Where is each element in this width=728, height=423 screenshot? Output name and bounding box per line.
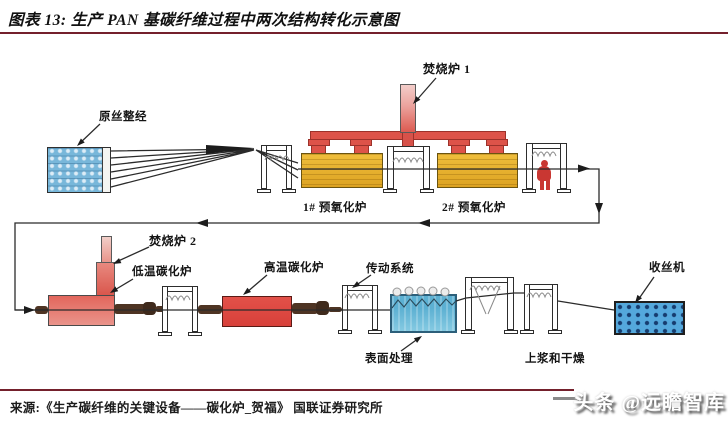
frame-part — [560, 143, 567, 189]
label-drive-system: 传动系统 — [366, 263, 414, 275]
label-low-temp-furnace: 低温碳化炉 — [132, 266, 192, 278]
incinerator-1-stack — [400, 84, 416, 133]
incinerator-2-stack-top — [101, 236, 112, 264]
frame-part — [520, 329, 534, 334]
frame-part — [158, 331, 172, 336]
frame-part — [548, 329, 562, 334]
label-high-temp-furnace: 高温碳化炉 — [264, 262, 324, 274]
winder-box — [614, 301, 685, 335]
frame-part — [368, 329, 382, 334]
worker-figure-head — [541, 160, 548, 167]
watermark-text: 头条 @远瞻智库 — [573, 392, 725, 414]
label-preoxidation-furnace-1: 1# 预氧化炉 — [303, 202, 367, 214]
low-temp-carbonization-furnace — [48, 295, 115, 326]
footer-rule — [0, 389, 574, 391]
frame-part — [420, 188, 434, 193]
worker-figure-leg — [546, 180, 550, 190]
frame-part — [338, 329, 352, 334]
label-creel: 原丝整经 — [99, 111, 147, 123]
operator-stand — [522, 143, 571, 193]
label-winder: 收丝机 — [649, 262, 685, 274]
preoxidation-furnace-1 — [301, 153, 383, 188]
guide-stand — [158, 286, 202, 336]
drying-stand — [520, 284, 562, 334]
frame-part — [257, 188, 271, 193]
incinerator-2-stack-base — [96, 262, 115, 297]
frame-part — [557, 188, 571, 193]
muffle-rod — [328, 307, 342, 312]
frame-part — [465, 277, 472, 330]
frame-part — [342, 285, 348, 330]
label-preoxidation-furnace-2: 2# 预氧化炉 — [442, 202, 506, 214]
high-temp-carbonization-furnace — [222, 296, 292, 327]
creel-exit-strip — [102, 148, 110, 192]
frame-part — [423, 146, 430, 189]
guide-stand — [257, 145, 296, 193]
frame-part — [524, 284, 530, 330]
watermark-dash — [553, 397, 577, 400]
label-incinerator-1: 焚烧炉 1 — [423, 62, 471, 76]
rod-coupling — [316, 301, 329, 315]
frame-part — [507, 277, 514, 330]
drive-system-stand — [338, 285, 382, 334]
muffle-rod — [35, 306, 48, 314]
worker-figure — [537, 166, 551, 181]
figure-title: 图表 13: 生产 PAN 基碳纤维过程中两次结构转化示意图 — [8, 12, 400, 29]
frame-part — [261, 145, 267, 189]
frame-part — [383, 188, 397, 193]
guide-stand — [383, 146, 434, 193]
label-incinerator-2: 焚烧炉 2 — [149, 234, 197, 248]
frame-part — [286, 145, 292, 189]
frame-part — [192, 286, 198, 332]
frame-part — [504, 329, 518, 334]
label-sizing-drying: 上浆和干燥 — [525, 353, 585, 365]
frame-part — [552, 284, 558, 330]
surface-treatment-tank — [390, 294, 457, 333]
frame-part — [188, 331, 202, 336]
worker-figure-leg — [540, 180, 544, 190]
source-note: 来源:《生产碳纤维的关键设备——碳化炉_贺福》 国联证券研究所 — [10, 401, 383, 415]
frame-part — [387, 146, 394, 189]
frame-part — [461, 329, 475, 334]
frame-part — [522, 188, 536, 193]
frame-part — [372, 285, 378, 330]
frame-part — [162, 286, 168, 332]
frame-part — [526, 143, 533, 189]
frame-part — [282, 188, 296, 193]
label-surface-treatment: 表面处理 — [365, 353, 413, 365]
muffle-rod — [114, 304, 146, 314]
muffle-rod — [198, 305, 222, 314]
preoxidation-furnace-2 — [437, 153, 518, 188]
muffle-rod — [292, 303, 318, 314]
creel-raw-fiber-box — [47, 147, 111, 193]
sizing-stand — [461, 277, 518, 334]
title-underline — [0, 32, 728, 35]
